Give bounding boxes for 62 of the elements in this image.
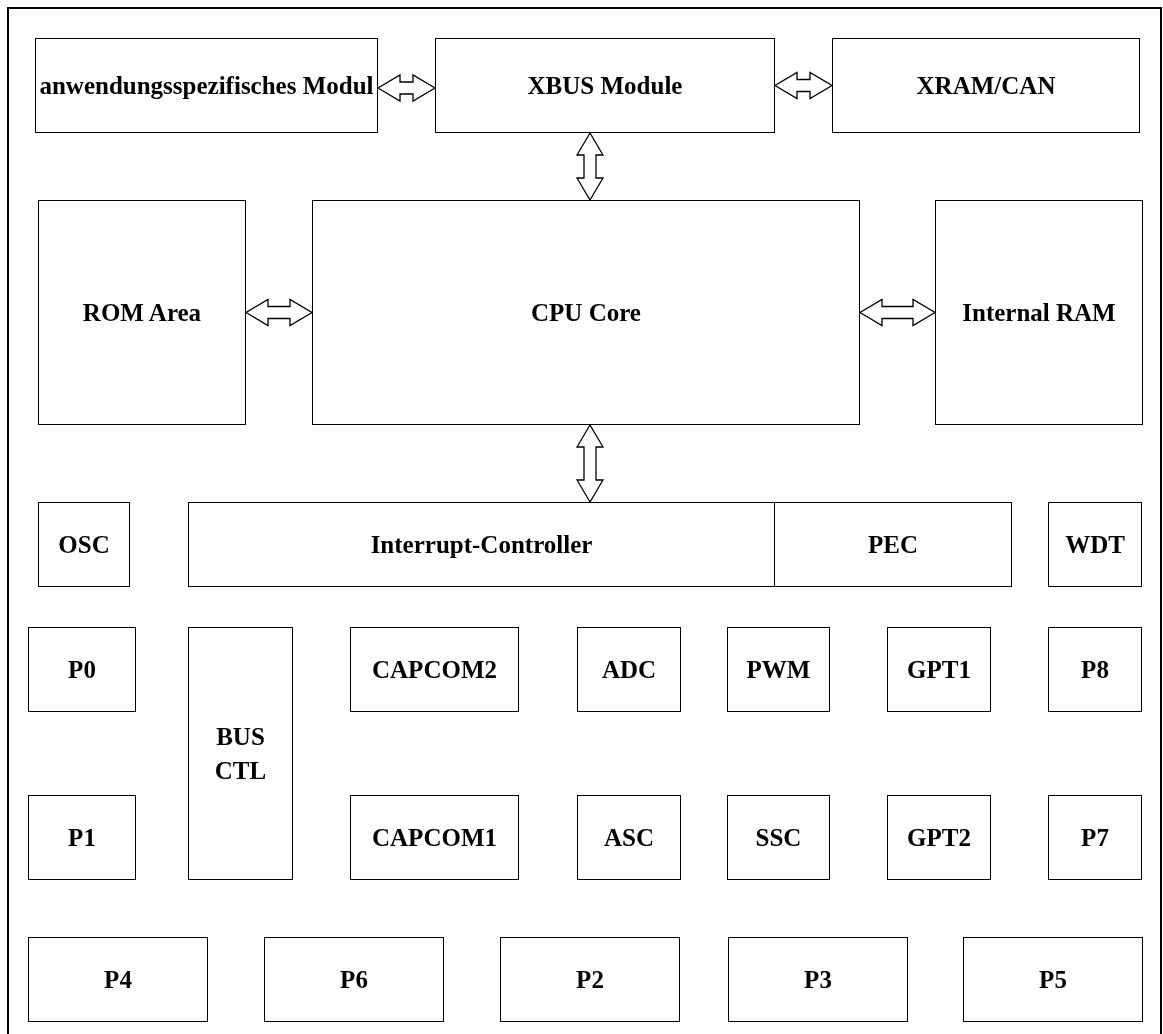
block-label: GPT2	[907, 822, 971, 853]
block-box	[188, 502, 775, 587]
block-label: P6	[340, 964, 368, 995]
block-box	[188, 627, 293, 880]
block-box	[1048, 627, 1142, 712]
block-label: P8	[1081, 654, 1109, 685]
block-box	[727, 627, 830, 712]
block-label: ADC	[601, 654, 657, 685]
block-box	[963, 937, 1143, 1022]
block-label: CAPCOM1	[372, 822, 497, 853]
block-box	[28, 627, 136, 712]
block-label: P0	[68, 654, 96, 685]
block-box	[35, 38, 378, 133]
block-box	[728, 937, 908, 1022]
block-label: GPT1	[907, 654, 971, 685]
block-label: PWM	[746, 654, 811, 685]
block-label: XBUS Module	[527, 70, 683, 101]
block-box	[350, 627, 519, 712]
block-box	[832, 38, 1140, 133]
block-label: Internal RAM	[962, 297, 1116, 328]
double-arrow	[244, 298, 314, 327]
block-box	[28, 795, 136, 880]
block-label: P1	[68, 822, 96, 853]
block-label: P5	[1039, 964, 1067, 995]
block-box	[435, 38, 775, 133]
block-box	[887, 627, 991, 712]
block-label: BUS CTL	[213, 721, 268, 786]
block-label: OSC	[58, 529, 110, 560]
block-label: P4	[104, 964, 132, 995]
block-box	[38, 200, 246, 425]
block-box	[500, 937, 680, 1022]
block-label: P7	[1081, 822, 1109, 853]
block-box	[312, 200, 860, 425]
block-box	[935, 200, 1143, 425]
block-box	[1048, 502, 1142, 587]
double-arrow	[376, 73, 437, 103]
block-box	[577, 627, 681, 712]
block-label: PEC	[868, 529, 918, 560]
block-box	[887, 795, 991, 880]
block-label: Interrupt-Controller	[370, 529, 593, 560]
block-label: ROM Area	[82, 297, 202, 328]
double-arrow	[773, 71, 834, 100]
block-label: XRAM/CAN	[916, 70, 1056, 101]
block-label: ASC	[604, 822, 654, 853]
double-arrow	[575, 423, 605, 504]
block-label: P3	[804, 964, 832, 995]
double-arrow	[858, 298, 937, 327]
block-box	[1048, 795, 1142, 880]
block-label: anwendungsspezifisches Modul	[39, 70, 374, 101]
block-box	[727, 795, 830, 880]
block-box	[577, 795, 681, 880]
block-label: P2	[576, 964, 604, 995]
block-box	[350, 795, 519, 880]
block-label: SSC	[755, 822, 802, 853]
block-box	[38, 502, 130, 587]
block-label: CAPCOM2	[372, 654, 497, 685]
block-box	[774, 502, 1012, 587]
block-box	[264, 937, 444, 1022]
block-label: WDT	[1065, 529, 1125, 560]
double-arrow	[575, 131, 605, 202]
block-box	[28, 937, 208, 1022]
block-label: CPU Core	[531, 297, 641, 328]
